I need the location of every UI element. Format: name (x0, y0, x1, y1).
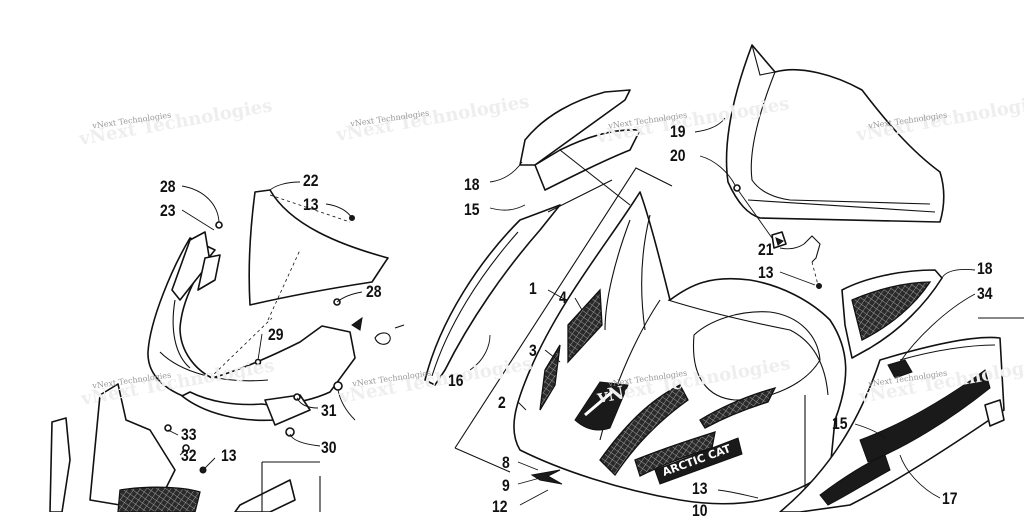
lower-nose-panel-22 (248, 189, 389, 306)
lower-nose-cowl (147, 237, 356, 426)
callout-15-center: 15 (464, 200, 480, 219)
callout-29: 29 (268, 325, 284, 344)
side-strip-left (171, 231, 221, 301)
callout-10: 10 (692, 501, 708, 520)
bottom-left-parts (49, 383, 321, 512)
callout-4: 4 (559, 288, 567, 307)
callout-18-right: 18 (977, 259, 993, 278)
callout-13-right-bottom: 13 (692, 479, 708, 498)
callout-31: 31 (321, 401, 337, 420)
callout-13-left-bottom: 13 (221, 446, 237, 465)
callout-13-right-mid: 13 (758, 263, 774, 282)
callout-15-right: 15 (832, 414, 848, 433)
side-rail-15-16 (424, 89, 641, 386)
callout-21: 21 (758, 240, 774, 259)
hood-frame-lines (454, 167, 673, 473)
callout-19: 19 (670, 122, 686, 141)
callout-28-right: 28 (366, 282, 382, 301)
callout-34: 34 (977, 284, 993, 303)
callout-8: 8 (502, 453, 510, 472)
callout-20: 20 (670, 146, 686, 165)
callout-33: 33 (181, 425, 197, 444)
callout-1: 1 (529, 279, 537, 298)
callout-9: 9 (502, 476, 510, 495)
callout-3: 3 (529, 341, 537, 360)
callout-16: 16 (448, 371, 464, 390)
leader-lines-right (694, 117, 976, 499)
hood-decal-logo (574, 381, 629, 431)
side-panel-17 (779, 317, 1024, 512)
leader-lines-center (469, 161, 759, 506)
windshield-hardware (733, 184, 822, 289)
fastener-34 (887, 359, 913, 379)
callout-30: 30 (321, 438, 337, 457)
hood-vents (539, 288, 777, 477)
callout-18-center: 18 (464, 175, 480, 194)
windshield-19 (725, 44, 945, 223)
callout-2: 2 (498, 393, 506, 412)
cat-emblem (530, 469, 563, 485)
side-vent-panel-18 (841, 269, 943, 359)
leader-lines-left (167, 181, 363, 469)
callout-13-left-top: 13 (303, 195, 319, 214)
callout-28-top-left: 28 (160, 177, 176, 196)
callout-12: 12 (492, 497, 508, 516)
callout-23: 23 (160, 201, 176, 220)
callout-17: 17 (942, 489, 958, 508)
callout-32: 32 (181, 446, 197, 465)
callout-22: 22 (303, 171, 319, 190)
